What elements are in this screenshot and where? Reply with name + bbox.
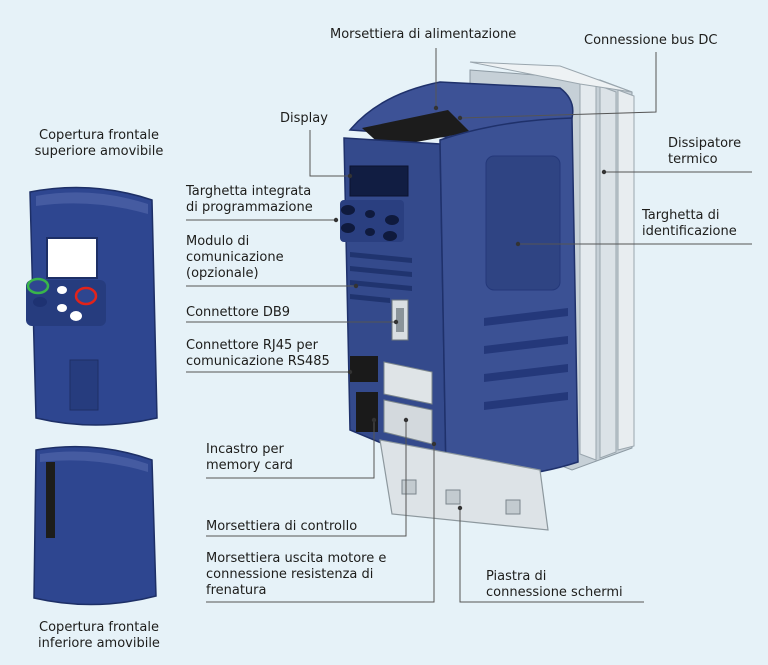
cover-key-1 [33, 297, 47, 307]
bottom-cover-slot [46, 462, 55, 538]
top-cover-illustration [26, 186, 158, 426]
dot-dc-bus [457, 115, 463, 121]
dot-db9 [393, 319, 399, 325]
display-window [349, 165, 409, 197]
memory-card-slot [356, 392, 378, 432]
plate-tab-1 [401, 479, 417, 495]
cover-display-window [46, 237, 98, 279]
label-cover-bottom: Copertura frontale inferiore amovibile [38, 620, 160, 651]
leader-memory-card [206, 420, 375, 479]
comm-module-vent-3 [350, 280, 412, 291]
cover-slot [69, 359, 99, 411]
plate-tab-3 [505, 499, 521, 515]
keypad-key-5 [365, 228, 375, 236]
dot-power-terminal [433, 105, 439, 111]
bottom-cover-illustration [33, 445, 157, 606]
dot-nameplate [515, 241, 521, 247]
label-heatsink: Dissipatore termico [668, 136, 742, 167]
drive-top-vent [362, 110, 470, 148]
label-control-terminal: Morsettiera di controllo [206, 519, 358, 534]
right-vent-4 [484, 392, 568, 410]
leader-control-terminal [206, 420, 407, 537]
leader-lines [186, 48, 752, 603]
keypad-key-3 [385, 215, 399, 225]
label-comm-module: Modulo di comunicazione (opzionale) [186, 234, 284, 281]
heatsink-fin-1 [579, 79, 597, 461]
db9-pins [396, 308, 404, 332]
leader-shield-plate [459, 508, 644, 603]
dot-shield-plate [457, 505, 463, 511]
dot-heatsink [601, 169, 607, 175]
comm-module-vent-1 [350, 252, 412, 263]
cover-key-4 [70, 311, 82, 321]
label-dc-bus: Connessione bus DC [584, 33, 718, 48]
bottom-cover-body [33, 445, 157, 606]
bottom-cover-highlight [40, 451, 148, 472]
label-rj45: Connettore RJ45 per comunicazione RS485 [186, 338, 330, 369]
rj45-port [350, 356, 378, 382]
label-db9: Connettore DB9 [186, 305, 291, 320]
leader-motor-terminal [206, 444, 435, 603]
label-cover-top: Copertura frontale superiore amovibile [34, 128, 164, 159]
dot-memory-card [371, 417, 377, 423]
dot-keypad [333, 217, 339, 223]
cover-key-3 [57, 304, 67, 312]
dot-comm-module [353, 283, 359, 289]
heatsink-fin-3 [617, 89, 635, 451]
leader-display [309, 130, 350, 177]
right-vent-3 [484, 364, 568, 382]
dot-rj45 [347, 369, 353, 375]
label-power-terminal: Morsettiera di alimentazione [330, 27, 517, 42]
top-cover-highlight [36, 192, 148, 214]
leader-dc-bus [459, 52, 657, 119]
label-keypad: Targhetta integrata di programmazione [186, 184, 313, 215]
comm-module-vent-2 [350, 266, 412, 277]
dot-motor-terminal [431, 441, 437, 447]
cover-red-button [74, 286, 98, 306]
right-vent-1 [484, 308, 568, 326]
keypad-key-2 [365, 210, 375, 218]
right-vent-2 [484, 336, 568, 354]
control-terminal-block [383, 361, 433, 405]
label-nameplate: Targhetta di identificazione [642, 208, 737, 239]
keypad-key-4 [341, 223, 355, 233]
keypad-key-6 [383, 231, 397, 241]
heatsink-fin-2 [599, 85, 617, 459]
label-motor-terminal: Morsettiera uscita motore e connessione … [206, 551, 387, 598]
label-memory-card: Incastro per memory card [206, 442, 293, 473]
plate-tab-2 [445, 489, 461, 505]
cover-green-button [26, 277, 50, 295]
label-shield-plate: Piastra di connessione schermi [486, 569, 623, 600]
drive-body-illustration [340, 81, 579, 531]
dot-control-terminal [403, 417, 409, 423]
leader-dots [333, 105, 607, 511]
nameplate-recess [485, 155, 561, 291]
cover-key-2 [57, 286, 67, 294]
keypad-key-1 [341, 205, 355, 215]
heatsink-top [469, 61, 633, 93]
comm-module-vent-4 [350, 294, 390, 303]
dot-display [347, 173, 353, 179]
label-display: Display [280, 111, 328, 126]
